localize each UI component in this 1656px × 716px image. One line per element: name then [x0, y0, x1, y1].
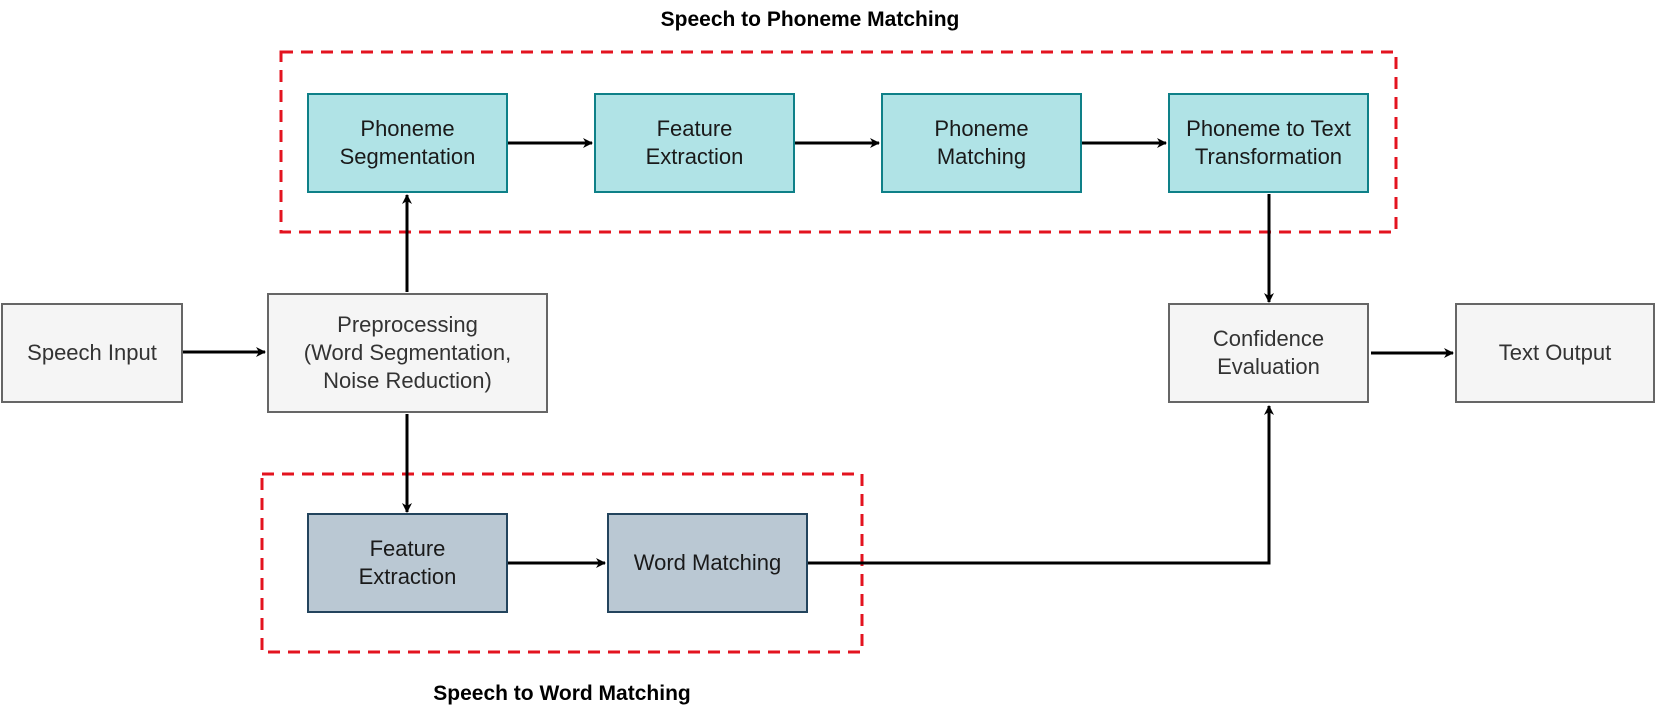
- group-frame-phoneme-matching: [279, 50, 1398, 234]
- node-feature-extraction-word[interactable]: Feature Extraction: [307, 513, 508, 613]
- node-phoneme-to-text-transformation[interactable]: Phoneme to Text Transformation: [1168, 93, 1369, 193]
- node-phoneme-matching[interactable]: Phoneme Matching: [881, 93, 1082, 193]
- node-preprocessing[interactable]: Preprocessing (Word Segmentation, Noise …: [267, 293, 548, 413]
- node-confidence-evaluation[interactable]: Confidence Evaluation: [1168, 303, 1369, 403]
- node-text-output[interactable]: Text Output: [1455, 303, 1655, 403]
- group-title-phoneme-matching: Speech to Phoneme Matching: [660, 8, 960, 31]
- node-speech-input[interactable]: Speech Input: [1, 303, 183, 403]
- node-word-matching[interactable]: Word Matching: [607, 513, 808, 613]
- node-phoneme-segmentation[interactable]: Phoneme Segmentation: [307, 93, 508, 193]
- edge-word-matching-to-confidence-evaluation: [808, 405, 1274, 565]
- node-feature-extraction-phoneme[interactable]: Feature Extraction: [594, 93, 795, 193]
- group-title-word-matching: Speech to Word Matching: [433, 682, 691, 705]
